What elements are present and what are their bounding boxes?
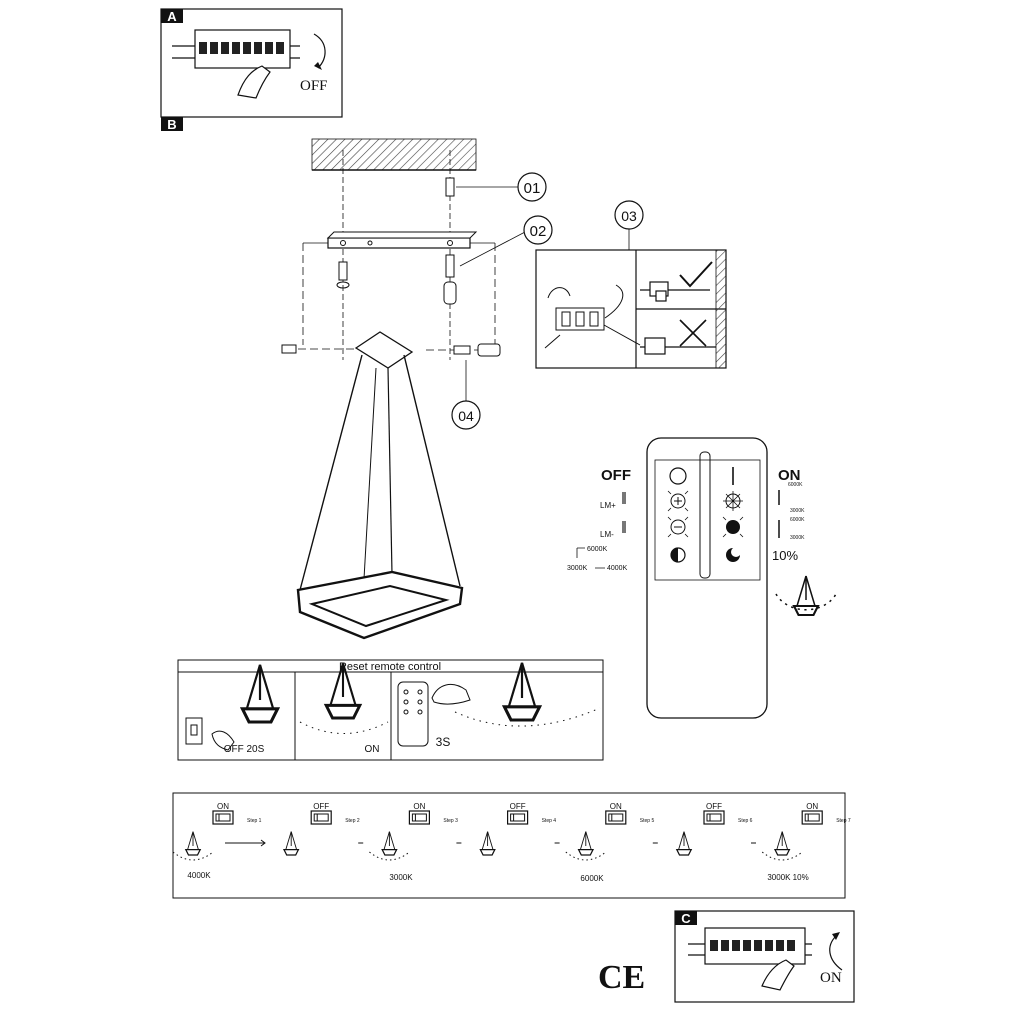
sequence-step: ON Step 7 bbox=[761, 802, 851, 861]
cycle-6000-label: 6000K bbox=[587, 546, 608, 553]
step-sequence-panel: ON Step 1 OFF Step 2 ON Step 3 OFF Step 4 ON Step… bbox=[172, 792, 851, 899]
svg-text:03: 03 bbox=[621, 208, 637, 224]
switch-icon bbox=[801, 810, 823, 825]
panel-a-letter: A bbox=[167, 9, 177, 24]
step-label: Step 2 bbox=[345, 818, 360, 824]
result-3000k: 3000K bbox=[389, 873, 413, 882]
power-off-button[interactable] bbox=[669, 467, 687, 485]
step-label: Step 4 bbox=[542, 818, 557, 824]
color-temp-cycle-button[interactable] bbox=[670, 547, 686, 563]
svg-text:04: 04 bbox=[458, 408, 474, 424]
cct-3000-top: 3000K bbox=[790, 508, 805, 514]
switch-icon bbox=[703, 810, 725, 825]
terminal-block-icon bbox=[544, 284, 641, 349]
breaker-panel bbox=[172, 29, 300, 69]
warm-white-button[interactable] bbox=[722, 516, 744, 538]
breaker-panel-c bbox=[688, 927, 812, 965]
reset-step2-label: ON bbox=[365, 744, 380, 755]
step-state-label: OFF bbox=[706, 802, 722, 811]
panel-a-off-label: OFF bbox=[300, 78, 328, 94]
reset-title: Reset remote control bbox=[339, 661, 441, 673]
ceiling bbox=[311, 138, 477, 171]
step-state-label: OFF bbox=[510, 802, 526, 811]
lm-plus-label: LM+ bbox=[600, 501, 616, 510]
switch-icon bbox=[605, 810, 627, 825]
wrong-connection-icon bbox=[640, 319, 716, 355]
panel-b-letter: B bbox=[167, 117, 176, 132]
remote-off-label: OFF bbox=[601, 467, 631, 484]
brightness-up-button[interactable] bbox=[667, 490, 689, 512]
svg-text:01: 01 bbox=[524, 180, 541, 197]
switch-icon bbox=[408, 810, 430, 825]
sequence-step: ON Step 5 bbox=[565, 802, 658, 861]
correct-connection-icon bbox=[640, 261, 713, 302]
remote-on-label: ON bbox=[778, 467, 801, 484]
pendant-lamp bbox=[296, 331, 464, 640]
result-6000k: 6000K bbox=[580, 874, 604, 883]
sequence-arrow bbox=[225, 839, 266, 847]
brightness-down-button[interactable] bbox=[667, 516, 689, 538]
lm-minus-label: LM- bbox=[600, 530, 614, 539]
ce-mark: CE bbox=[598, 959, 645, 996]
cool-white-button[interactable] bbox=[723, 491, 743, 511]
step-state-label: ON bbox=[413, 802, 425, 811]
step-state-label: OFF bbox=[313, 802, 329, 811]
remote-labels: OFF ON LM+ LM- 6000K 3000K 6000K 3000K 6… bbox=[567, 467, 805, 572]
mini-remote-icon bbox=[397, 681, 471, 747]
sequence-step: ON Step 1 bbox=[172, 802, 266, 861]
arrow-up-icon bbox=[829, 935, 843, 971]
hand-icon-c bbox=[761, 959, 795, 991]
step-label: Step 5 bbox=[640, 818, 655, 824]
callout-01: 01 bbox=[517, 172, 547, 202]
night-lamp-icon bbox=[775, 574, 837, 617]
callout-02: 02 bbox=[523, 215, 553, 245]
reset-step1-label: OFF 20S bbox=[224, 744, 265, 755]
switch-icon bbox=[212, 810, 234, 825]
reset-step3-label: 3S bbox=[436, 735, 451, 749]
wall-switch-icon bbox=[185, 717, 235, 751]
callout-04: 04 bbox=[451, 400, 481, 430]
cct-6000-top: 6000K bbox=[788, 482, 803, 488]
step-state-label: ON bbox=[806, 802, 818, 811]
sequence-step: OFF Step 4 bbox=[479, 802, 560, 856]
sequence-step: OFF Step 6 bbox=[676, 802, 756, 856]
step-state-label: ON bbox=[610, 802, 622, 811]
hand-icon bbox=[237, 65, 271, 99]
step-label: Step 1 bbox=[247, 818, 262, 824]
svg-text:02: 02 bbox=[530, 223, 547, 240]
ceiling-mount-hardware bbox=[281, 150, 526, 402]
callout-03: 03 bbox=[614, 200, 644, 250]
remote-control bbox=[646, 437, 768, 719]
panel-c-letter: C bbox=[681, 911, 691, 926]
wiring-detail bbox=[535, 249, 727, 369]
cycle-3000-label: 3000K bbox=[567, 565, 588, 572]
panel-a: A OFF bbox=[160, 8, 343, 118]
arrow-down-icon bbox=[313, 33, 326, 69]
cct-6000-bottom: 6000K bbox=[790, 517, 805, 523]
cct-3000-bottom: 3000K bbox=[790, 535, 805, 541]
step-state-label: ON bbox=[217, 802, 229, 811]
switch-icon bbox=[507, 810, 529, 825]
step-label: Step 7 bbox=[836, 818, 851, 824]
panel-c-on-label: ON bbox=[820, 970, 842, 986]
step-label: Step 6 bbox=[738, 818, 753, 824]
result-4000k: 4000K bbox=[187, 871, 211, 880]
cycle-4000-label: 4000K bbox=[607, 565, 628, 572]
sequence-step: ON Step 3 bbox=[369, 802, 462, 861]
panel-b-marker bbox=[161, 117, 183, 131]
panel-c: C ON bbox=[674, 910, 855, 1003]
result-3000k-10: 3000K 10% bbox=[767, 873, 808, 882]
reset-remote-panel: Reset remote control OFF 20S ON 3S bbox=[177, 659, 604, 761]
sequence-step: OFF Step 2 bbox=[283, 802, 364, 856]
night-mode-button[interactable] bbox=[726, 547, 741, 562]
step-label: Step 3 bbox=[443, 818, 458, 824]
night-level-label: 10% bbox=[772, 548, 798, 563]
switch-icon bbox=[310, 810, 332, 825]
